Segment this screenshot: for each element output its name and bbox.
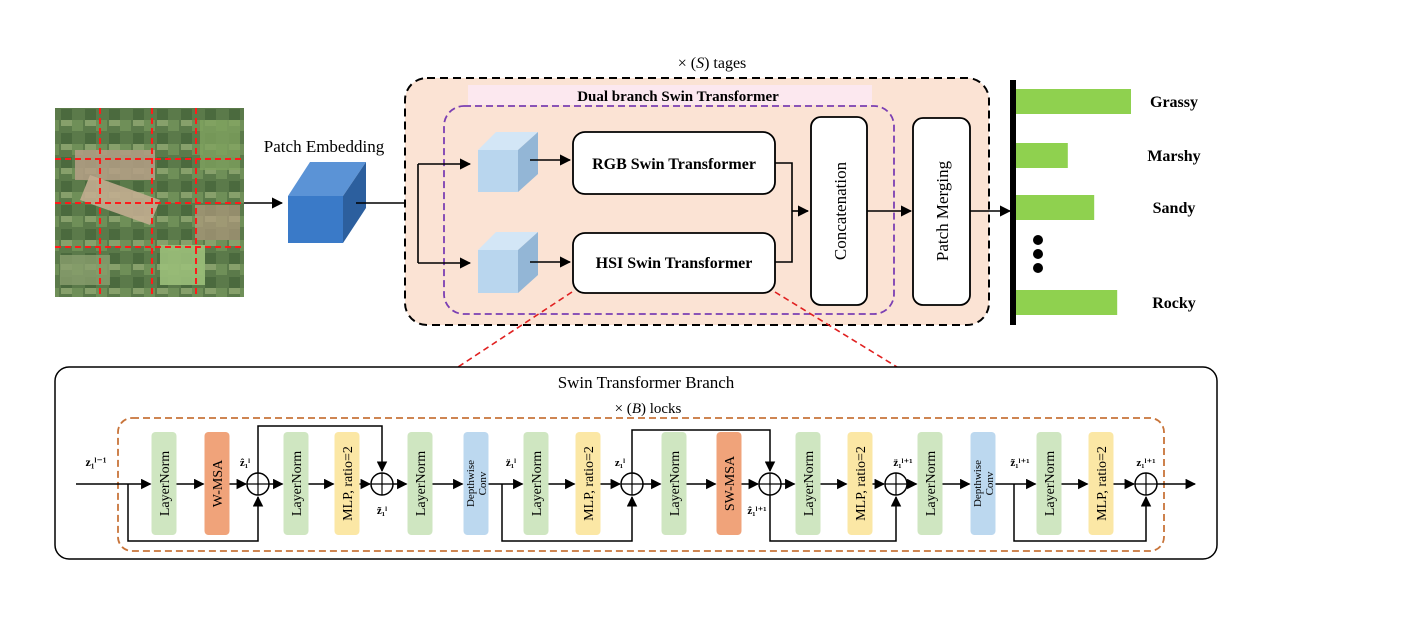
module-label: MLP, ratio=2 [582,446,597,521]
class-bar-sandy [1016,195,1095,220]
class-bar-rocky [1016,290,1118,315]
module-norm-box [661,432,687,535]
patch-embedding-label: Patch Embedding [264,137,385,156]
patch-embedding-block [288,162,366,243]
rgb-feature-cube [478,132,538,192]
module-msa-box [204,432,230,535]
residual-add-node [246,472,270,496]
module-norm-box [917,432,943,535]
module-msa-box [716,432,742,535]
class-label-grassy: Grassy [1150,94,1198,111]
module-mlp-box [334,432,360,535]
branch-input-label: z₁ˡ⁻¹ [86,455,107,469]
module-label: DepthwiseConv [972,460,996,507]
variable-label: z₁ˡ⁺¹ [1136,457,1155,469]
module-label: W-MSA [211,459,226,507]
module-mlp-box [1088,432,1114,535]
module-label: LayerNorm [924,451,939,516]
zoom-line-right [774,291,898,368]
blocks-label: × (B) locks [615,401,682,417]
class-label-rocky: Rocky [1152,295,1196,312]
module-label: LayerNorm [802,451,817,516]
hsi-feature-cube [478,232,538,293]
stages-label: × (S) tages [678,55,747,72]
stages-symbol: S [696,55,704,72]
residual-path-4 [631,429,776,473]
dual-branch-title-bg [468,85,872,105]
module-label: LayerNorm [414,451,429,516]
zoom-line-left [457,291,573,368]
module-label: DepthwiseConv [465,460,489,507]
concatenation-label: Concatenation [831,161,850,260]
module-label: SW-MSA [723,455,738,511]
hsi-swin-transformer-label: HSI Swin Transformer [596,255,753,272]
residual-path-6 [1013,484,1152,542]
module-label: MLP, ratio=2 [854,446,869,521]
module-label: MLP, ratio=2 [341,446,356,521]
residual-add-node [620,472,644,496]
rgb-swin-transformer-label: RGB Swin Transformer [592,156,756,173]
input-image [55,108,244,297]
module-mlp-box [847,432,873,535]
blocks-symbol: B [632,401,641,417]
residual-path-5 [769,495,902,542]
residual-add-node [370,472,394,496]
module-label: LayerNorm [530,451,545,516]
dual-branch-title: Dual branch Swin Transformer [577,89,779,105]
module-label: LayerNorm [290,451,305,516]
residual-add-node [758,472,782,496]
residual-add-node [884,472,908,496]
ellipsis-dots [1033,235,1043,273]
module-norm-box [151,432,177,535]
module-norm-box [283,432,309,535]
module-norm-box [407,432,433,535]
variable-label: z̃₁ˡ⁺¹ [1010,457,1029,469]
module-conv-box [463,432,489,535]
residual-path-3 [501,484,638,542]
branch-modules: LayerNorm W-MSA LayerNorm MLP, ratio=2 Layer… [151,432,1114,535]
module-label: LayerNorm [668,451,683,516]
class-label-marshy: Marshy [1147,148,1200,165]
variable-label: z₁ˡ [615,457,625,469]
hsi-swin-transformer-box [572,232,776,294]
patch-merging-box [912,117,971,306]
module-norm-box [523,432,549,535]
variable-label: ẑ₁ˡ [240,457,250,469]
branch-panel-title: Swin Transformer Branch [558,373,735,392]
concatenation-box [810,116,868,306]
dual-branch-container [443,105,895,315]
variable-label: ẑ₁ˡ⁺¹ [747,505,766,517]
module-label: LayerNorm [1043,451,1058,516]
module-label: MLP, ratio=2 [1095,446,1110,521]
branch-flow: ẑ₁ˡ z̃₁ˡ z̈₁ˡ z₁ˡ ẑ₁ˡ⁺¹ z̃₁ˡ⁺¹ z̈₁ˡ⁺¹ z₁ˡ⁺¹ [76,425,1197,542]
variable-label: z̃₁ˡ [377,505,387,517]
variable-label: z̈₁ˡ [506,457,516,469]
patch-merging-label: Patch Merging [933,160,952,261]
class-bar-grassy [1016,89,1131,114]
module-norm-box [795,432,821,535]
rgb-to-merge-line [775,162,793,263]
module-label: LayerNorm [158,451,173,516]
variable-label: z̈₁ˡ⁺¹ [893,457,912,469]
module-norm-box [1036,432,1062,535]
residual-add-node [1134,472,1158,496]
residual-path-2 [257,425,388,473]
residual-path-1 [127,484,264,542]
module-conv-box [970,432,996,535]
patch-grid [55,108,244,297]
class-bar-marshy [1016,143,1068,168]
module-mlp-box [575,432,601,535]
class-label-sandy: Sandy [1153,200,1196,217]
